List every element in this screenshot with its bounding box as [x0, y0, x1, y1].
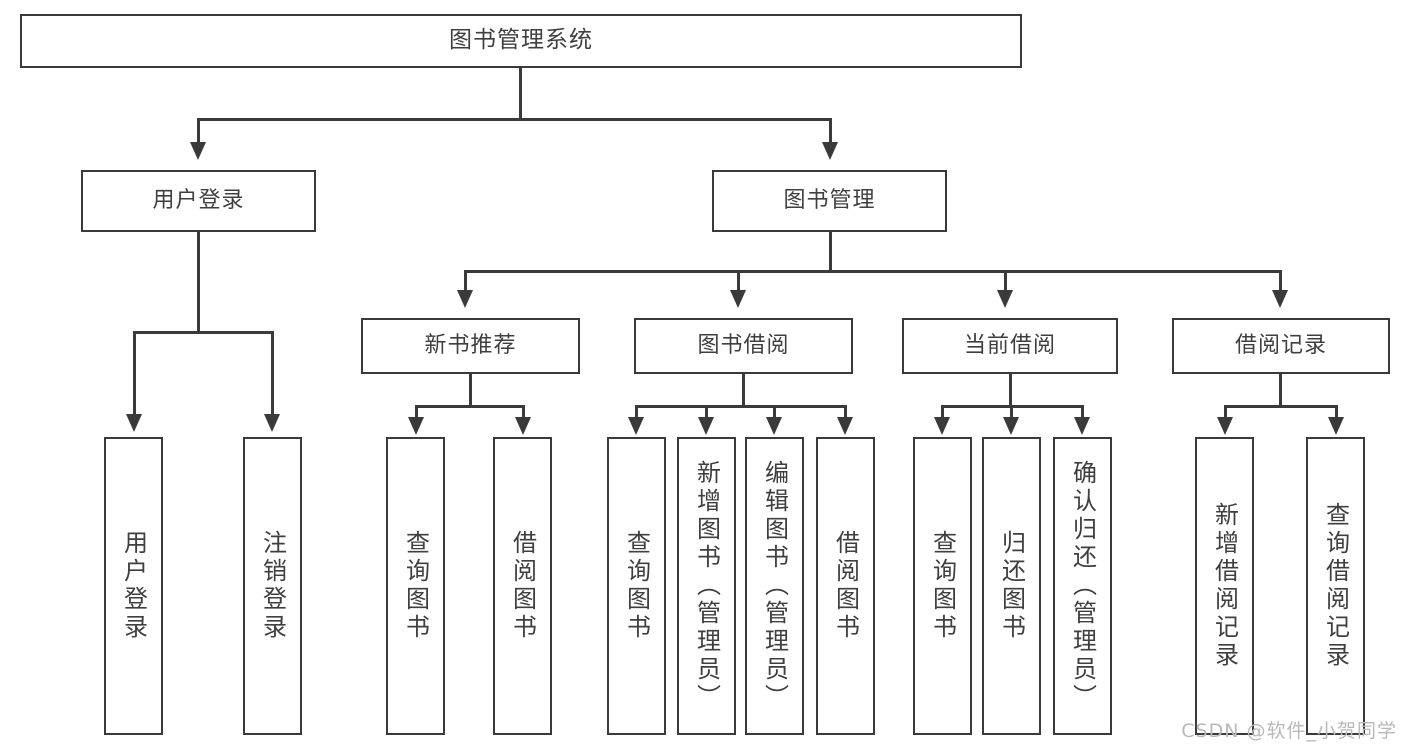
node-leaf-borrow-book-2[interactable]: 借阅图书 — [816, 437, 875, 735]
arrow-to-leaf-logout — [264, 414, 280, 432]
connector-new-book-recommend-bus — [415, 405, 525, 408]
connector-to-borrow-record — [1279, 270, 1282, 292]
node-leaf-add-record[interactable]: 新增借阅记录 — [1195, 437, 1254, 735]
arrow-to-borrow-record — [1272, 290, 1288, 308]
connector-user-login-left — [133, 331, 136, 416]
arrow-to-leaf-return-book — [1003, 417, 1019, 435]
node-root[interactable]: 图书管理系统 — [20, 14, 1022, 68]
node-book-manage[interactable]: 图书管理 — [712, 170, 947, 232]
node-leaf-confirm-return-label: 确认归还（管理员） — [1068, 460, 1097, 712]
node-leaf-user-login-label: 用户登录 — [119, 530, 148, 642]
arrow-to-leaf-query-record — [1328, 417, 1344, 435]
connector-book-manage-bus — [464, 270, 1282, 273]
connector-cb-c1 — [941, 405, 944, 419]
connector-new-book-recommend-stem — [469, 374, 472, 407]
node-leaf-edit-book-label: 编辑图书（管理员） — [760, 460, 789, 712]
arrow-to-leaf-query-book-1 — [408, 417, 424, 435]
connector-root-to-user-login — [197, 118, 200, 144]
connector-br-c1 — [1224, 405, 1227, 419]
arrow-to-leaf-query-book-3 — [934, 417, 950, 435]
csdn-watermark: CSDN @软件_小贺同学 — [1181, 720, 1397, 742]
node-leaf-user-login[interactable]: 用户登录 — [104, 437, 163, 735]
connector-book-borrow-stem — [742, 374, 745, 407]
node-current-borrow[interactable]: 当前借阅 — [902, 318, 1118, 374]
connector-user-login-right — [271, 331, 274, 416]
arrow-to-leaf-add-book — [698, 417, 714, 435]
connector-bb-c1 — [635, 405, 638, 419]
connector-borrow-record-bus — [1224, 405, 1338, 408]
connector-user-login-bus — [133, 331, 273, 334]
node-new-book-recommend-label: 新书推荐 — [424, 333, 517, 359]
connector-to-current-borrow — [1004, 270, 1007, 292]
arrow-to-current-borrow — [997, 290, 1013, 308]
node-leaf-query-book-3-label: 查询图书 — [928, 530, 957, 642]
node-borrow-record-label: 借阅记录 — [1234, 333, 1327, 359]
connector-to-book-borrow — [737, 270, 740, 292]
arrow-to-new-book-recommend — [457, 290, 473, 308]
connector-bb-c2 — [705, 405, 708, 419]
node-leaf-query-record-label: 查询借阅记录 — [1321, 502, 1350, 670]
node-leaf-logout[interactable]: 注销登录 — [243, 437, 302, 735]
node-leaf-query-record[interactable]: 查询借阅记录 — [1306, 437, 1365, 735]
arrow-to-leaf-confirm-return — [1074, 417, 1090, 435]
node-leaf-return-book[interactable]: 归还图书 — [982, 437, 1041, 735]
node-leaf-query-book-2-label: 查询图书 — [622, 530, 651, 642]
arrow-root-to-book-manage — [822, 142, 838, 160]
node-user-login[interactable]: 用户登录 — [81, 170, 316, 232]
connector-user-login-stem — [197, 232, 200, 333]
connector-root-bus — [197, 118, 832, 121]
connector-book-borrow-bus — [635, 405, 847, 408]
node-leaf-query-book-1[interactable]: 查询图书 — [386, 437, 445, 735]
connector-nbr-c2 — [522, 405, 525, 419]
connector-borrow-record-stem — [1279, 374, 1282, 407]
connector-cb-c2 — [1010, 405, 1013, 419]
arrow-to-leaf-add-record — [1217, 417, 1233, 435]
connector-nbr-c1 — [415, 405, 418, 419]
node-book-borrow-label: 图书借阅 — [697, 333, 790, 359]
node-borrow-record[interactable]: 借阅记录 — [1172, 318, 1390, 374]
node-leaf-query-book-1-label: 查询图书 — [401, 530, 430, 642]
node-user-login-label: 用户登录 — [152, 188, 245, 214]
node-new-book-recommend[interactable]: 新书推荐 — [361, 318, 580, 374]
connector-root-to-book-manage — [829, 118, 832, 144]
connector-bb-c3 — [773, 405, 776, 419]
arrow-to-leaf-query-book-2 — [628, 417, 644, 435]
node-leaf-borrow-book-2-label: 借阅图书 — [831, 530, 860, 642]
connector-to-new-book-recommend — [464, 270, 467, 292]
node-leaf-logout-label: 注销登录 — [258, 530, 287, 642]
node-leaf-edit-book[interactable]: 编辑图书（管理员） — [745, 437, 804, 735]
node-book-borrow[interactable]: 图书借阅 — [634, 318, 853, 374]
node-leaf-query-book-3[interactable]: 查询图书 — [913, 437, 972, 735]
node-leaf-add-book[interactable]: 新增图书（管理员） — [677, 437, 736, 735]
arrow-to-leaf-edit-book — [766, 417, 782, 435]
arrow-to-leaf-borrow-book-2 — [837, 417, 853, 435]
node-current-borrow-label: 当前借阅 — [963, 333, 1056, 359]
node-leaf-confirm-return[interactable]: 确认归还（管理员） — [1053, 437, 1112, 735]
connector-current-borrow-stem — [1009, 374, 1012, 407]
connector-root-stem — [519, 68, 522, 120]
node-leaf-add-book-label: 新增图书（管理员） — [692, 460, 721, 712]
connector-bb-c4 — [844, 405, 847, 419]
connector-book-manage-stem — [829, 232, 832, 272]
node-leaf-borrow-book-1-label: 借阅图书 — [508, 530, 537, 642]
node-leaf-add-record-label: 新增借阅记录 — [1210, 502, 1239, 670]
node-leaf-borrow-book-1[interactable]: 借阅图书 — [493, 437, 552, 735]
arrow-root-to-user-login — [190, 142, 206, 160]
node-root-label: 图书管理系统 — [449, 27, 593, 54]
connector-br-c2 — [1335, 405, 1338, 419]
node-book-manage-label: 图书管理 — [783, 188, 876, 214]
arrow-to-leaf-borrow-book-1 — [515, 417, 531, 435]
connector-cb-c3 — [1081, 405, 1084, 419]
arrow-to-book-borrow — [730, 290, 746, 308]
node-leaf-query-book-2[interactable]: 查询图书 — [607, 437, 666, 735]
node-leaf-return-book-label: 归还图书 — [997, 530, 1026, 642]
arrow-to-leaf-user-login — [126, 414, 142, 432]
